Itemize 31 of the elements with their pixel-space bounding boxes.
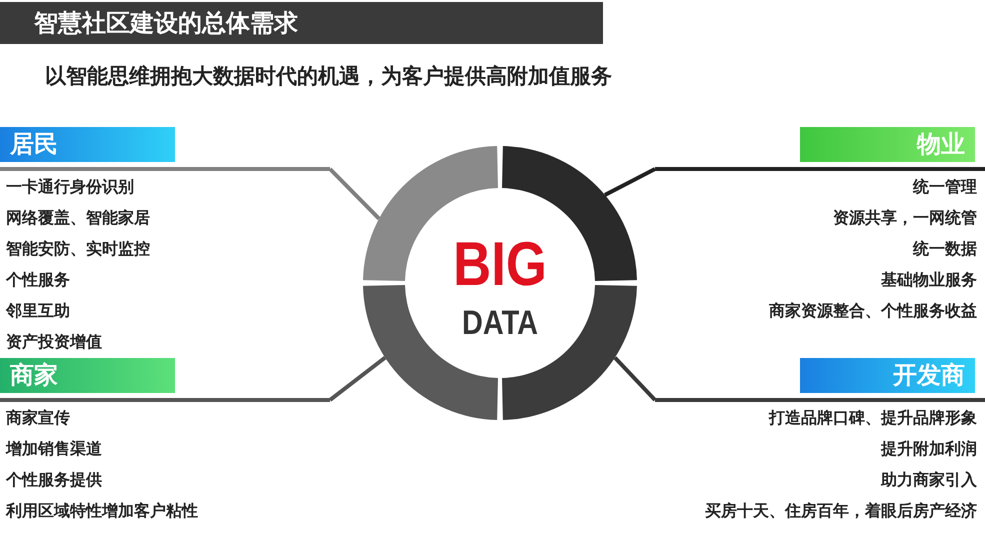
list-item: 个性服务提供 — [6, 470, 102, 490]
heading-band: 开发商 — [800, 358, 975, 393]
list-item: 智能安防、实时监控 — [6, 239, 150, 259]
list-item: 个性服务 — [6, 270, 70, 290]
list-item: 统一数据 — [913, 239, 977, 259]
heading-band: 物业 — [800, 127, 975, 162]
list-item: 利用区域特性增加客户粘性 — [6, 501, 198, 521]
list-item: 助力商家引入 — [881, 470, 977, 490]
list-item: 邻里互助 — [6, 301, 70, 321]
list-item: 商家宣传 — [6, 408, 70, 428]
list-item: 商家资源整合、个性服务收益 — [769, 301, 977, 321]
list-item: 统一管理 — [913, 177, 977, 197]
connector-line — [328, 168, 380, 220]
list-item: 资产投资增值 — [6, 332, 102, 352]
list-item: 基础物业服务 — [881, 270, 977, 290]
list-item: 网络覆盖、智能家居 — [6, 208, 150, 228]
list-item: 提升附加利润 — [881, 439, 977, 459]
list-item: 增加销售渠道 — [6, 439, 102, 459]
title-banner: 智慧社区建设的总体需求 — [0, 2, 603, 44]
list-item: 打造品牌口碑、提升品牌形象 — [769, 408, 977, 428]
list-item: 一卡通行身份识别 — [6, 177, 134, 197]
subtitle-text: 以智能思维拥抱大数据时代的机遇，为客户提供高附加值服务 — [45, 63, 612, 90]
big-data-text: DATA — [461, 306, 539, 340]
connector-line — [328, 356, 386, 402]
heading-band: 商家 — [0, 358, 175, 393]
heading-band: 居民 — [0, 127, 175, 162]
list-item: 资源共享，一网统管 — [833, 208, 977, 228]
connector-line — [613, 356, 656, 402]
list-item: 买房十天、住房百年，着眼后房产经济 — [705, 501, 977, 521]
connector-line — [604, 167, 656, 197]
big-data-text: BIG — [452, 234, 548, 296]
